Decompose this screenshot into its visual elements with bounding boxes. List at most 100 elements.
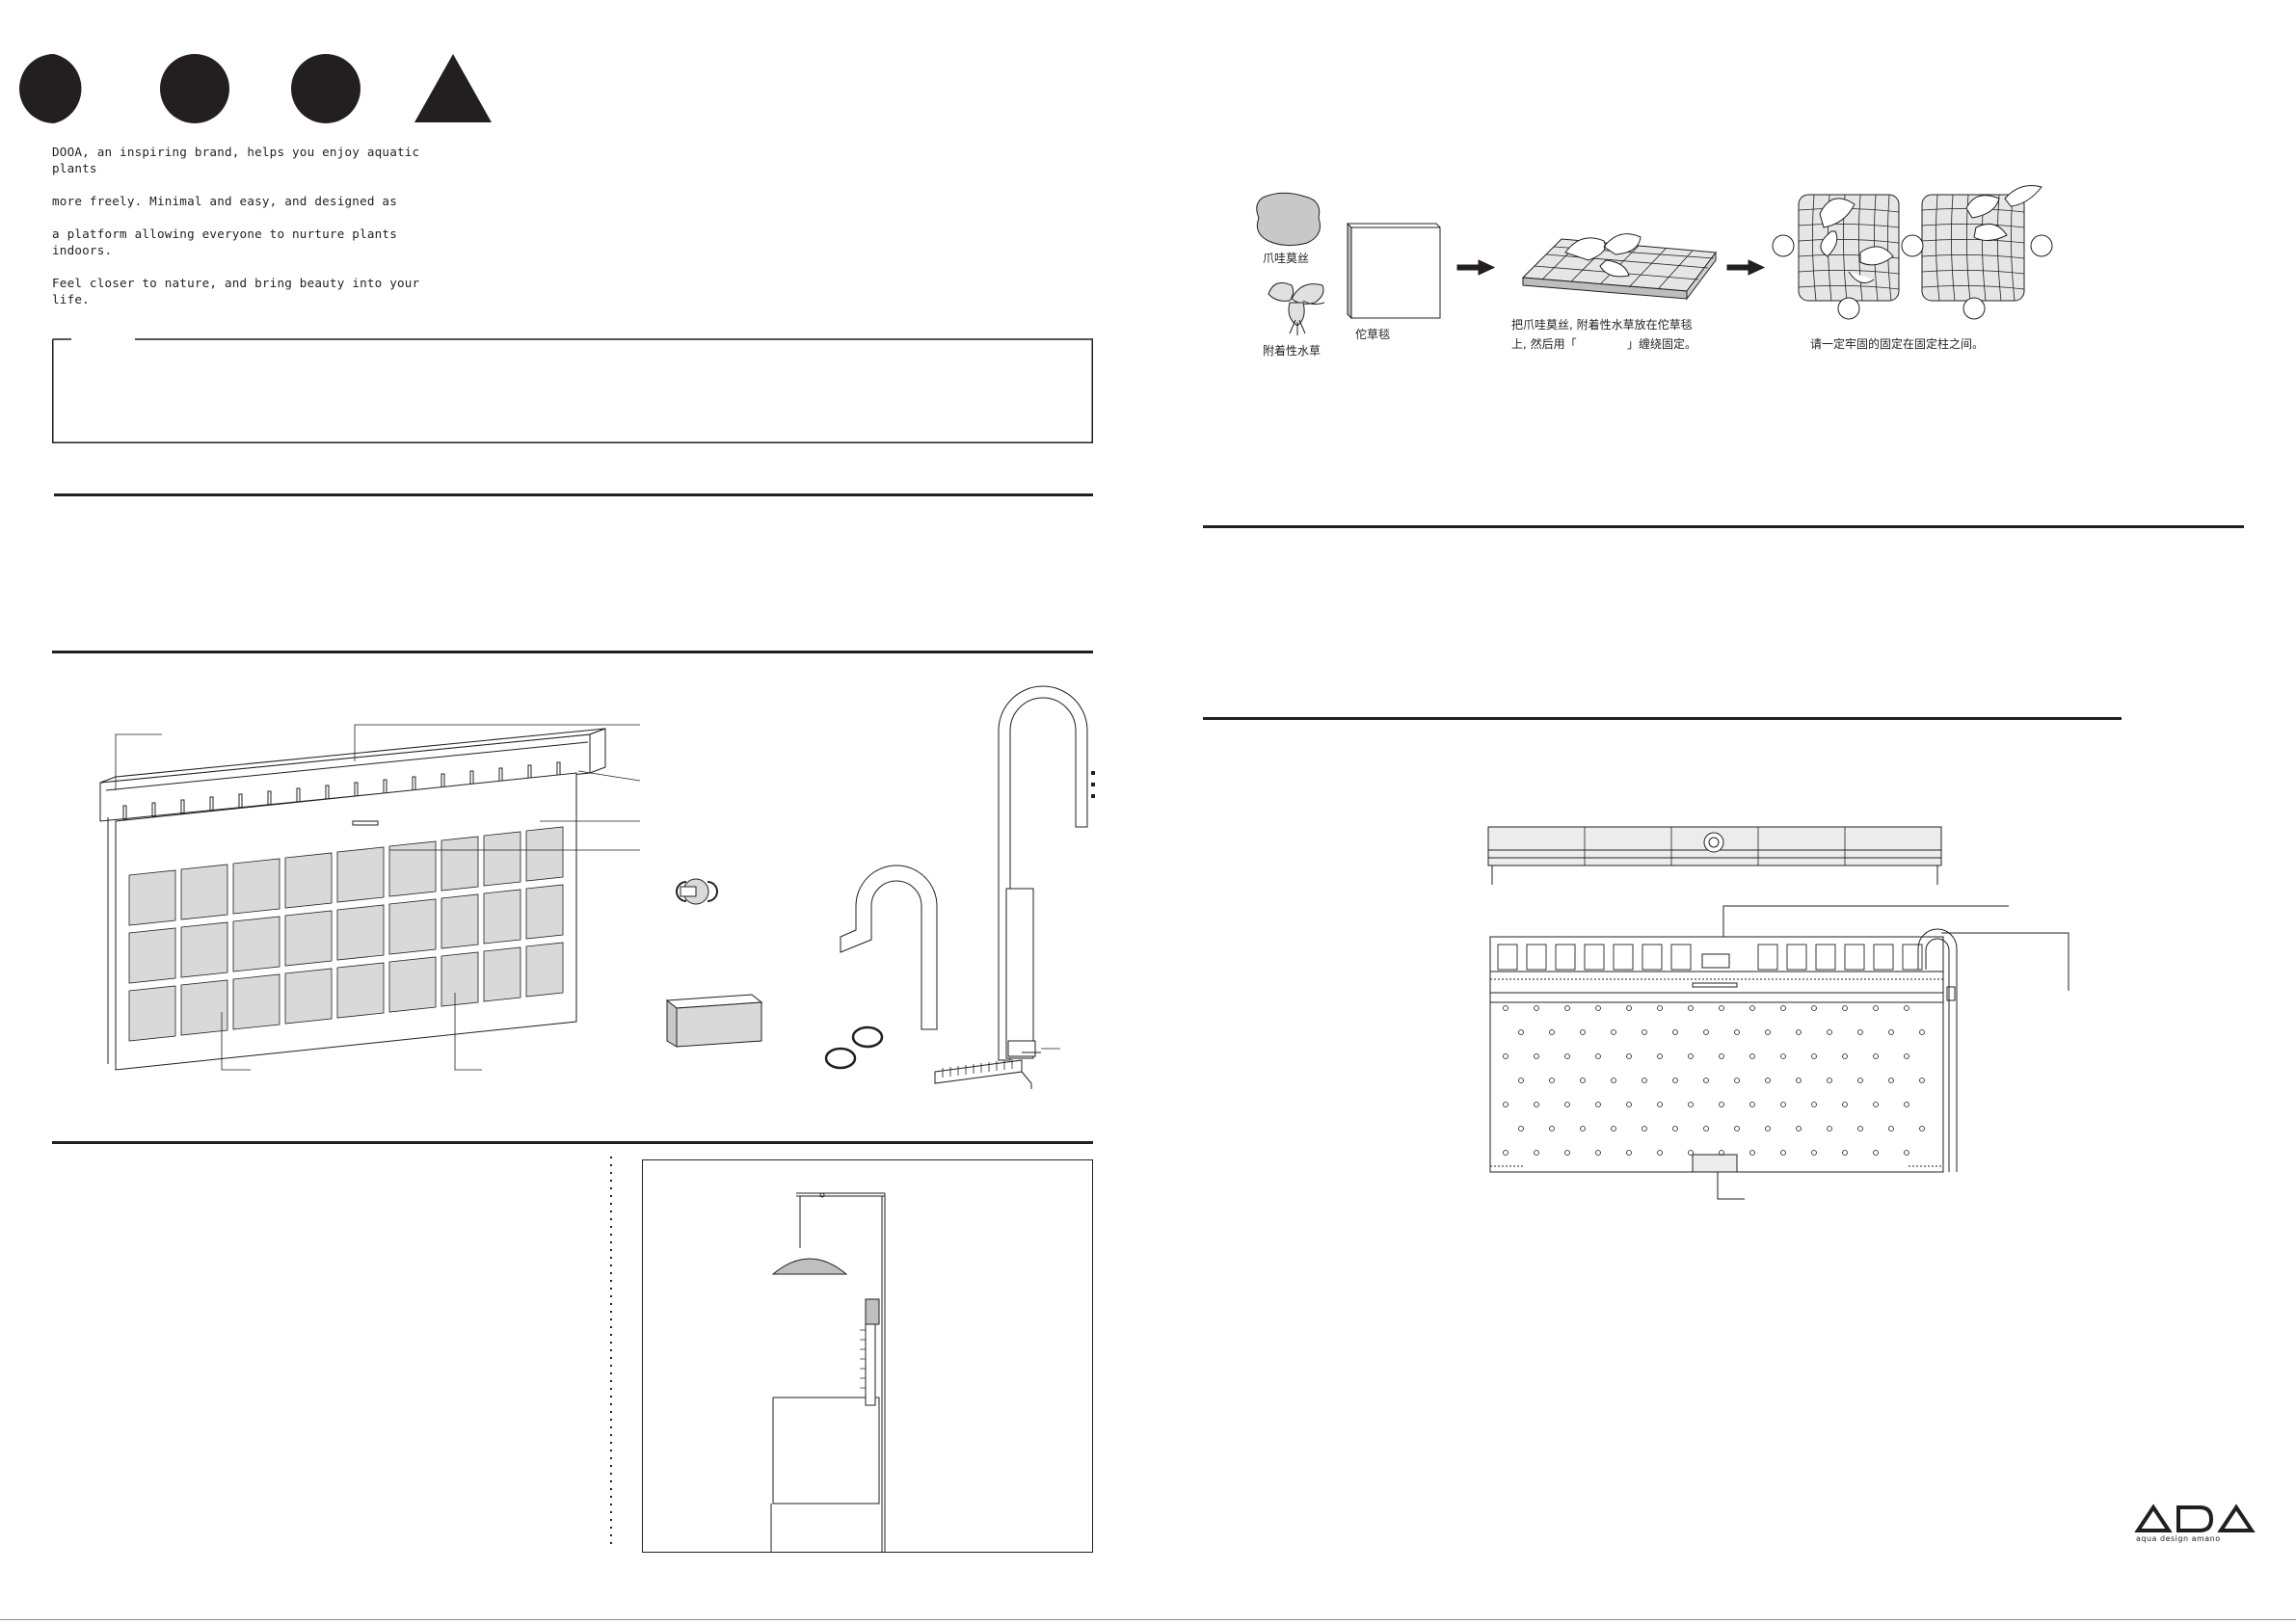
panel-hole: [1873, 1005, 1879, 1011]
section-rule: [1203, 525, 2244, 528]
panel-hole: [1857, 1029, 1863, 1035]
panel-hole: [1719, 1150, 1724, 1156]
panel-hole: [1688, 1005, 1694, 1011]
wrapped-mat-icon: [1521, 233, 1717, 301]
section-rule: [52, 651, 1093, 653]
panel-hole: [1919, 1078, 1925, 1083]
panel-hole: [1534, 1053, 1539, 1059]
tagline-line: more freely. Minimal and easy, and desig…: [52, 194, 397, 208]
panel-hole: [1734, 1126, 1740, 1131]
panel-hole: [1919, 1029, 1925, 1035]
panel-hole: [1749, 1102, 1755, 1107]
panel-hole: [1827, 1078, 1832, 1083]
setup-illustration-box: [642, 1159, 1093, 1553]
panel-hole: [1796, 1126, 1802, 1131]
panel-hole: [1873, 1102, 1879, 1107]
logo-a-shape: [414, 54, 492, 122]
panel-hole: [1765, 1029, 1771, 1035]
panel-hole: [1749, 1005, 1755, 1011]
panel-hole: [1564, 1005, 1570, 1011]
panel-hole: [1796, 1029, 1802, 1035]
panel-hole: [1873, 1053, 1879, 1059]
panel-hole: [1765, 1078, 1771, 1083]
moss-label: 爪哇莫丝: [1263, 252, 1310, 265]
panel-hole: [1503, 1005, 1508, 1011]
panel-hole: [1811, 1150, 1817, 1156]
panel-hole: [1503, 1053, 1508, 1059]
panel-hole: [1657, 1053, 1663, 1059]
instruction-2: 请一定牢固的固定在固定柱之间。: [1810, 337, 1985, 351]
panel-hole: [1611, 1078, 1616, 1083]
fixed-mat-left-icon: [1798, 194, 1900, 302]
panel-hole: [1842, 1053, 1848, 1059]
panel-hole: [1642, 1126, 1647, 1131]
tagline-line: DOOA, an inspiring brand, helps you enjo…: [52, 145, 420, 175]
panel-hole: [1703, 1126, 1709, 1131]
mat-label: 佗草毯: [1355, 328, 1391, 341]
panel-hole: [1719, 1005, 1724, 1011]
suction-cup-icon: [676, 878, 718, 905]
panel-hole: [1549, 1029, 1555, 1035]
panel-hole: [1919, 1126, 1925, 1131]
panel-hole: [1580, 1078, 1586, 1083]
panel-hole: [1564, 1053, 1570, 1059]
panel-hole: [1703, 1078, 1709, 1083]
panel-hole: [1611, 1126, 1616, 1131]
panel-hole: [1518, 1078, 1524, 1083]
instruction-1-line2b: 」缠绕固定。: [1627, 337, 1697, 351]
panel-hole: [1642, 1078, 1647, 1083]
panel-hole: [1549, 1078, 1555, 1083]
instruction-1-line2a: 上, 然后用「: [1511, 337, 1577, 351]
short-pipe-icon: [840, 865, 938, 1030]
tile-row-2: [128, 884, 564, 984]
panel-hole: [1734, 1078, 1740, 1083]
logo-d-shape: [54, 54, 82, 123]
panel-hole: [1719, 1053, 1724, 1059]
section-rule: [1203, 717, 2122, 720]
panel-hole: [1842, 1005, 1848, 1011]
panel-hole: [1580, 1029, 1586, 1035]
panel-hole: [1672, 1078, 1678, 1083]
section-rule: [54, 493, 1093, 496]
panel-hole: [1904, 1102, 1909, 1107]
panel-hole: [1503, 1150, 1508, 1156]
o-ring-icon: [851, 1025, 884, 1049]
tagline-line: Feel closer to nature, and bring beauty …: [52, 276, 420, 306]
brand-tagline: DOOA, an inspiring brand, helps you enjo…: [52, 127, 457, 324]
panel-hole: [1672, 1029, 1678, 1035]
panel-hole: [1796, 1078, 1802, 1083]
epiphyte-plant-icon: [1268, 282, 1325, 335]
plant-mat-icon: [1347, 222, 1441, 320]
panel-hole: [1672, 1126, 1678, 1131]
panel-hole: [1888, 1029, 1894, 1035]
panel-hole: [1873, 1150, 1879, 1156]
section-rule: [52, 1141, 1093, 1144]
panel-hole: [1580, 1126, 1586, 1131]
tile-row-3: [128, 942, 564, 1042]
logo-o-shape: [160, 54, 229, 123]
panel-hole: [1534, 1102, 1539, 1107]
panel-hole: [1842, 1102, 1848, 1107]
panel-hole: [1857, 1078, 1863, 1083]
panel-hole: [1564, 1150, 1570, 1156]
panel-hole: [1626, 1005, 1632, 1011]
panel-hole: [1518, 1126, 1524, 1131]
arrow-icon: [1456, 259, 1496, 276]
panel-hole: [1719, 1102, 1724, 1107]
panel-hole: [1626, 1150, 1632, 1156]
panel-hole: [1657, 1102, 1663, 1107]
panel-hole: [1842, 1150, 1848, 1156]
panel-hole: [1657, 1150, 1663, 1156]
panel-hole: [1904, 1150, 1909, 1156]
panel-hole: [1611, 1029, 1616, 1035]
panel-hole: [1780, 1102, 1786, 1107]
fixed-mat-right-icon: [1921, 185, 2042, 302]
